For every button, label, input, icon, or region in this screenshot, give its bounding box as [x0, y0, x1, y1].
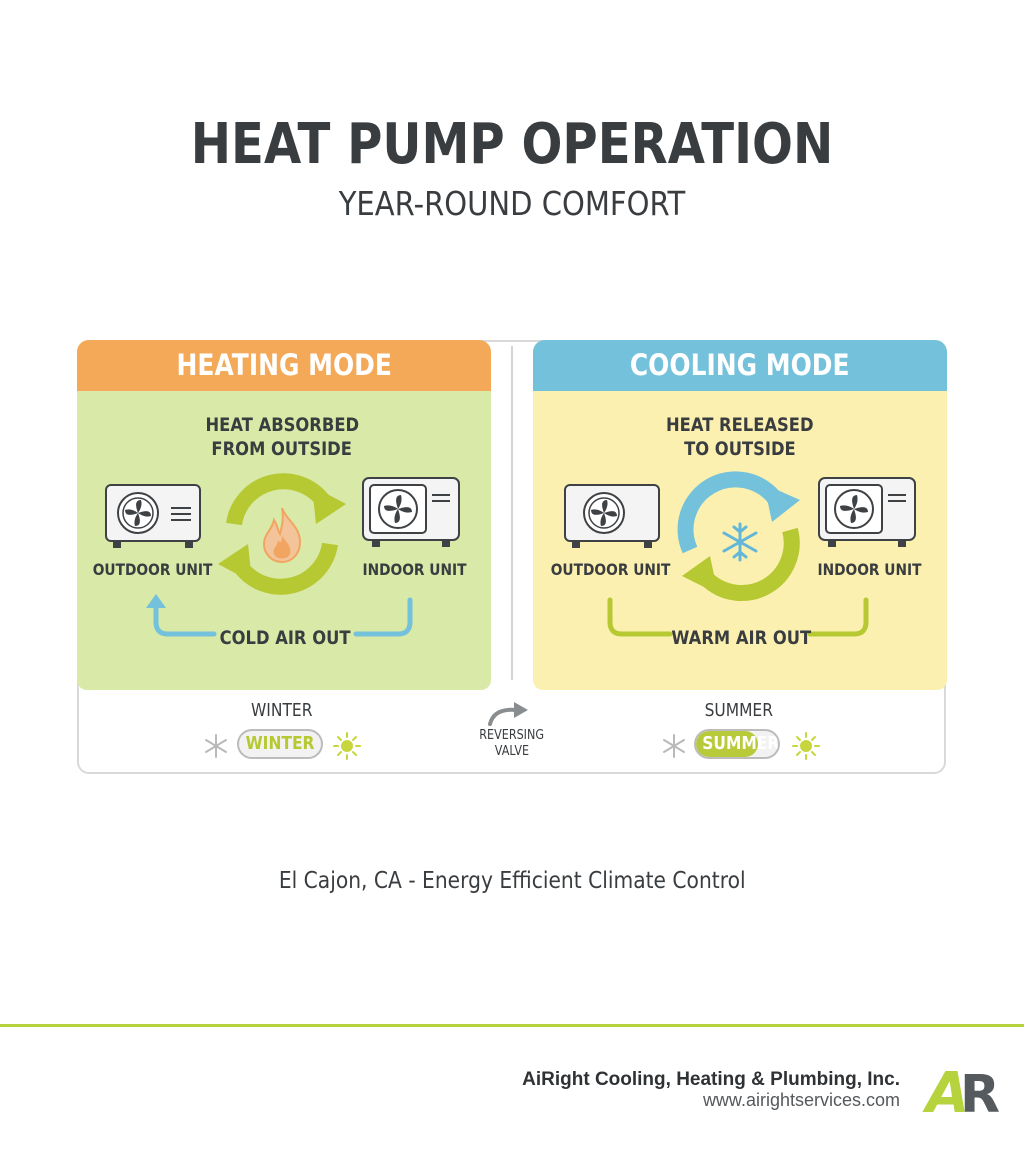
cooling-indoor-unit-label: INDOOR UNIT — [816, 560, 922, 579]
heating-indoor-unit-label: INDOOR UNIT — [361, 560, 467, 579]
cooling-return-line-left — [607, 597, 673, 637]
heating-indoor-unit-icon — [362, 477, 460, 547]
svg-text:R: R — [960, 1065, 1000, 1125]
location-tagline: El Cajon, CA - Energy Efficient Climate … — [278, 868, 746, 894]
page-subtitle: YEAR-ROUND COMFORT — [338, 184, 686, 223]
footer-divider — [0, 1024, 1024, 1027]
summer-toggle[interactable]: SUMMER — [694, 729, 780, 759]
company-name: AiRight Cooling, Heating & Plumbing, Inc… — [522, 1069, 900, 1090]
cooling-indoor-unit-icon — [818, 477, 916, 547]
snowflake-small-icon — [663, 734, 685, 758]
winter-toggle[interactable]: WINTER — [237, 729, 323, 759]
heating-outdoor-unit-icon — [105, 484, 201, 548]
heating-mode-header: HEATING MODE — [77, 340, 491, 391]
sun-icon — [333, 732, 361, 760]
heating-air-out-label: COLD AIR OUT — [219, 627, 351, 649]
cooling-mode-header: COOLING MODE — [533, 340, 947, 391]
cooling-air-out-label: WARM AIR OUT — [671, 627, 812, 649]
company-logo: A R — [922, 1061, 1000, 1126]
snowflake-icon — [722, 522, 758, 562]
reversing-valve-arrow-icon — [488, 702, 528, 726]
heating-cycle-arrows-icon — [218, 473, 346, 595]
heating-return-arrow-left — [146, 594, 217, 637]
page-title: HEAT PUMP OPERATION — [190, 112, 834, 177]
cooling-return-line-right — [807, 597, 869, 637]
panel-divider — [511, 346, 513, 680]
cooling-outdoor-unit-icon — [564, 484, 660, 548]
heating-return-line-right — [353, 597, 413, 637]
company-website-link[interactable]: www.airightservices.com — [702, 1090, 900, 1110]
cooling-cycle-arrows-icon — [677, 471, 800, 602]
cooling-outdoor-unit-label: OUTDOOR UNIT — [551, 560, 671, 579]
flame-icon — [262, 507, 302, 564]
svg-text:A: A — [922, 1061, 969, 1126]
summer-toggle-fill — [696, 731, 758, 757]
sun-icon — [792, 732, 820, 760]
winter-season-label: WINTER — [251, 700, 313, 721]
summer-season-label: SUMMER — [704, 700, 774, 721]
heating-outdoor-unit-label: OUTDOOR UNIT — [93, 560, 213, 579]
snowflake-small-icon — [205, 734, 227, 758]
